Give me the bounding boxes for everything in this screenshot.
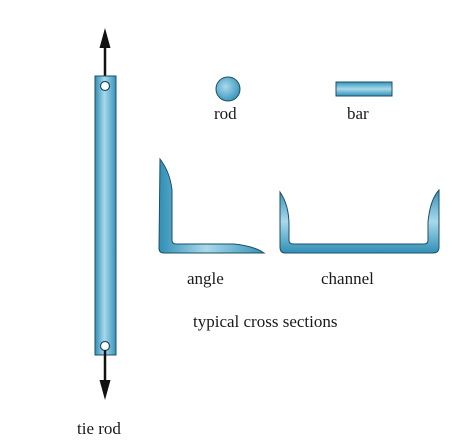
tie-rod-hole-top	[99, 80, 111, 92]
angle-cross-section	[158, 157, 266, 254]
rod-label: rod	[214, 104, 237, 123]
tie-rod-hole-bottom	[99, 340, 111, 352]
tie-rod-body	[94, 75, 117, 356]
bar-cross-section	[335, 81, 393, 97]
channel-cross-section	[279, 188, 440, 254]
tension-arrow-bottom-icon	[99, 380, 111, 400]
tie-rod-label: tie rod	[77, 419, 121, 438]
tension-arrow-top-icon	[99, 28, 111, 48]
bar-label: bar	[347, 104, 369, 123]
angle-label: angle	[187, 269, 224, 288]
rod-cross-section	[215, 76, 241, 102]
tie-rod	[94, 28, 117, 400]
cross-sections-caption: typical cross sections	[193, 312, 337, 331]
channel-label: channel	[321, 269, 374, 288]
